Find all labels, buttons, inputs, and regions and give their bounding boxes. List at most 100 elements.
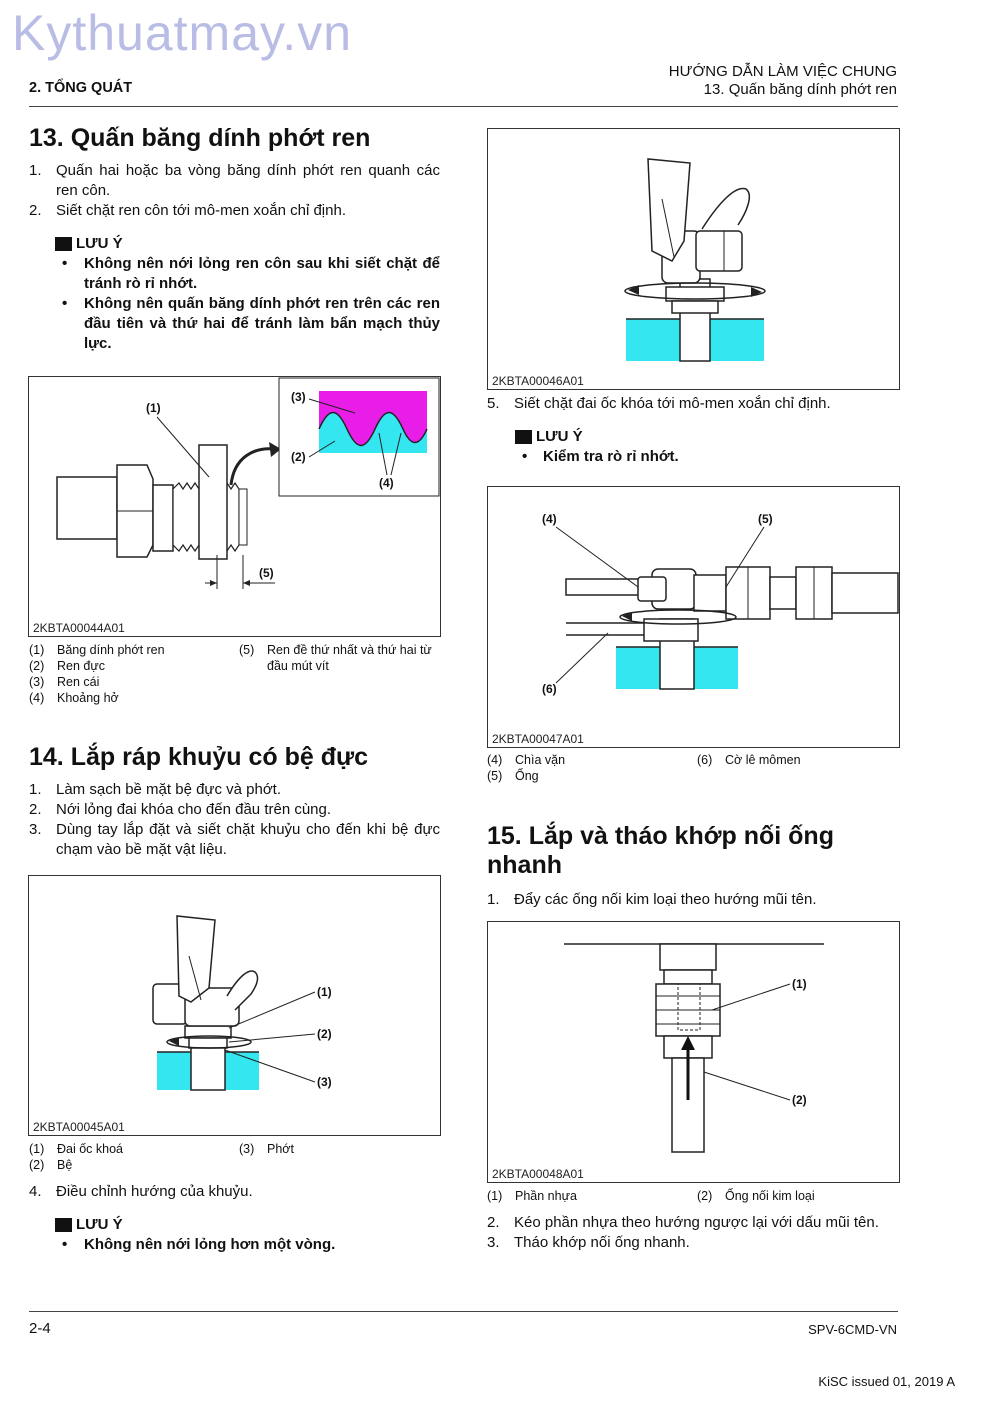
step4-list: 4.Điều chỉnh hướng của khuỷu.: [29, 1182, 440, 1202]
fig45-captions-right: (3)Phớt: [239, 1141, 439, 1157]
fig44-label-4: (4): [379, 476, 394, 490]
step-item: 3.Tháo khớp nối ống nhanh.: [487, 1234, 690, 1251]
fig44-captions-right: (5)Ren đề thứ nhất và thứ hai từ đầu mút…: [239, 642, 439, 674]
header-subtitle: 13. Quấn băng dính phớt ren: [703, 81, 897, 98]
section-14: 14. Lắp ráp khuỷu có bệ đực 1.Làm sạch b…: [29, 743, 440, 860]
section-15-steps: 1.Đẩy các ống nối kim loại theo hướng mũ…: [487, 890, 898, 910]
fig44-label-3: (3): [291, 390, 306, 404]
step-item: 1.Đẩy các ống nối kim loại theo hướng mũ…: [487, 891, 817, 908]
step-item: 4.Điều chỉnh hướng của khuỷu.: [29, 1183, 253, 1200]
caption-item: (5)Ống: [487, 769, 539, 783]
step5-list: 5.Siết chặt đai ốc khóa tới mô-men xoắn …: [487, 394, 898, 414]
figure-code: 2KBTA00047A01: [492, 732, 584, 746]
header-title: HƯỚNG DẪN LÀM VIỆC CHUNG: [668, 63, 897, 80]
figure-code: 2KBTA00048A01: [492, 1167, 584, 1181]
step-item: 1.Làm sạch bề mặt bệ đực và phớt.: [29, 781, 281, 798]
male-seat-elbow-drawing: (1) (2) (3): [152, 915, 332, 1091]
caption-item: (1)Phần nhựa: [487, 1189, 577, 1203]
note-list: •Không nên nới lỏng ren côn sau khi siết…: [55, 254, 440, 354]
note-square-icon: [515, 429, 532, 444]
note-heading: LƯU Ý: [55, 1216, 440, 1233]
note-square-icon: [55, 1217, 72, 1232]
tighten-locknut-drawing: [624, 158, 766, 362]
step-number: 1.: [29, 162, 42, 179]
fig45-label-2: (2): [317, 1027, 332, 1041]
section-13-steps: 1.Quấn hai hoặc ba vòng băng dính phớt r…: [29, 161, 440, 221]
note-15: LƯU Ý •Kiểm tra rò rỉ nhớt.: [515, 428, 898, 467]
figure-code: 2KBTA00045A01: [33, 1120, 125, 1134]
section-15: 15. Lắp và tháo khớp nối ống nhanh 1.Đẩy…: [487, 822, 898, 910]
header-rule: [29, 106, 898, 107]
caption-item: (3)Phớt: [239, 1142, 294, 1156]
note-label: LƯU Ý: [76, 235, 123, 252]
steps2-list: 2.Kéo phần nhựa theo hướng ngược lại với…: [487, 1213, 898, 1253]
note-list: •Không nên nới lỏng hơn một vòng.: [55, 1235, 440, 1255]
step-item: 3.Dùng tay lắp đặt và siết chặt khuỷu ch…: [29, 821, 440, 858]
fig47-label-6: (6): [542, 682, 557, 696]
caption-item: (4)Chìa vặn: [487, 753, 566, 767]
caption-item: (2)Ống nối kim loại: [697, 1189, 815, 1203]
step5-block: 5.Siết chặt đai ốc khóa tới mô-men xoắn …: [487, 394, 898, 467]
step-item: 2.Kéo phần nhựa theo hướng ngược lại với…: [487, 1214, 879, 1231]
section-14-title: 14. Lắp ráp khuỷu có bệ đực: [29, 743, 369, 771]
fig47-label-5: (5): [758, 512, 773, 526]
figure-male-seat-elbow: (1) (2) (3) 2KBTA00045A01: [28, 875, 441, 1136]
section-13-title: 13. Quấn băng dính phớt ren: [29, 124, 371, 152]
figure-quick-coupling: (1) (2) 2KBTA00048A01: [487, 921, 900, 1183]
fig45-label-1: (1): [317, 985, 332, 999]
header-title-block: HƯỚNG DẪN LÀM VIỆC CHUNG 13. Quấn băng d…: [669, 63, 897, 99]
section-14-step4: 4.Điều chỉnh hướng của khuỷu. LƯU Ý •Khô…: [29, 1182, 440, 1255]
step-item: 1.Quấn hai hoặc ba vòng băng dính phớt r…: [29, 161, 440, 201]
fig45-label-3: (3): [317, 1075, 332, 1089]
step-item: 2. Siết chặt ren côn tới mô-men xoắn chỉ …: [29, 201, 440, 221]
header-section: 2. TỔNG QUÁT: [29, 80, 133, 96]
step-text: Siết chặt ren côn tới mô-men xoắn chỉ đị…: [56, 202, 346, 219]
quick-coupling-drawing: (1) (2): [564, 943, 824, 1153]
note-13: LƯU Ý •Không nên nới lỏng ren côn sau kh…: [55, 235, 440, 354]
fig47-captions-right: (6)Cờ lê mômen: [697, 752, 897, 768]
section-15-steps2: 2.Kéo phần nhựa theo hướng ngược lại với…: [487, 1213, 898, 1253]
caption-item: (2)Bệ: [29, 1158, 73, 1172]
section-15-title: 15. Lắp và tháo khớp nối ống nhanh: [487, 822, 834, 879]
figure-code: 2KBTA00046A01: [492, 374, 584, 388]
document-code: SPV-6CMD-VN: [808, 1322, 897, 1337]
figure-code: 2KBTA00044A01: [33, 621, 125, 635]
caption-item: (1)Đai ốc khoá: [29, 1142, 124, 1156]
note-heading: LƯU Ý: [55, 235, 440, 252]
fig44-label-2: (2): [291, 450, 306, 464]
fig45-captions-left: (1)Đai ốc khoá (2)Bệ: [29, 1141, 234, 1173]
note-item: •Không nên nới lỏng ren côn sau khi siết…: [62, 255, 440, 292]
fig47-captions-left: (4)Chìa vặn (5)Ống: [487, 752, 692, 784]
thread-tape-drawing: (5) (1) (3) (2) (4): [56, 377, 440, 589]
step-item: 2.Nới lỏng đai khóa cho đến đầu trên cùn…: [29, 801, 332, 818]
fig48-captions-right: (2)Ống nối kim loại: [697, 1188, 897, 1204]
note-heading: LƯU Ý: [515, 428, 898, 445]
fig44-label-5: (5): [259, 566, 274, 580]
caption-item: (4)Khoảng hở: [29, 691, 119, 705]
fig48-label-1: (1): [792, 977, 807, 991]
caption-item: (2)Ren đực: [29, 659, 105, 673]
footer-rule: [29, 1311, 898, 1312]
watermark-logo: Kythuatmay.vn: [12, 5, 353, 61]
fig47-label-4: (4): [542, 512, 557, 526]
note-item: •Không nên nới lỏng hơn một vòng.: [62, 1236, 336, 1253]
issued-note: KiSC issued 01, 2019 A: [818, 1374, 955, 1389]
section-14-steps: 1.Làm sạch bề mặt bệ đực và phớt. 2.Nới …: [29, 780, 440, 860]
figure-torque-wrench: (4) (5) (6) 2KBTA00047A01: [487, 486, 900, 748]
fig48-label-2: (2): [792, 1093, 807, 1107]
caption-item: (5)Ren đề thứ nhất và thứ hai từ đầu mút…: [239, 643, 432, 673]
page-number: 2-4: [29, 1320, 51, 1337]
step-item: 5.Siết chặt đai ốc khóa tới mô-men xoắn …: [487, 395, 831, 412]
note-14: LƯU Ý •Không nên nới lỏng hơn một vòng.: [55, 1216, 440, 1255]
caption-item: (6)Cờ lê mômen: [697, 753, 801, 767]
figure-thread-tape: (5) (1) (3) (2) (4) 2KBTA00044A01: [28, 376, 441, 637]
fig44-captions-left: (1)Băng dính phớt ren (2)Ren đực (3)Ren …: [29, 642, 234, 706]
fig48-captions-left: (1)Phần nhựa: [487, 1188, 692, 1204]
note-item: •Không nên quấn băng dính phớt ren trên …: [62, 295, 440, 352]
note-square-icon: [55, 236, 72, 251]
fig44-label-1: (1): [146, 401, 161, 415]
figure-tighten-locknut: 2KBTA00046A01: [487, 128, 900, 390]
section-13: 13. Quấn băng dính phớt ren 1.Quấn hai h…: [29, 124, 440, 354]
torque-wrench-drawing: (4) (5) (6): [542, 512, 899, 696]
step-number: 2.: [29, 202, 42, 219]
